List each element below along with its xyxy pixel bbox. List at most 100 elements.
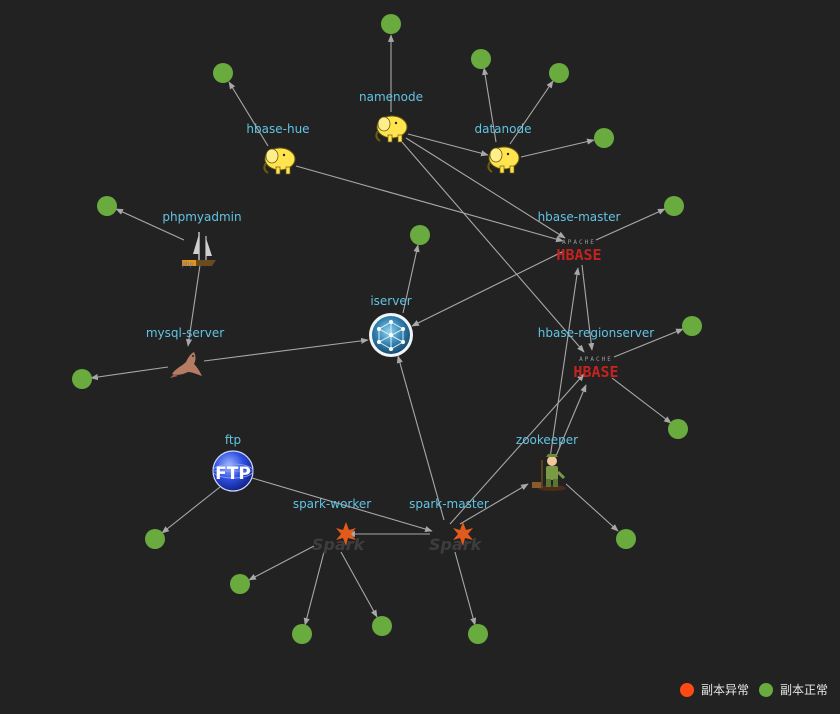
svg-text:APACHE: APACHE bbox=[562, 239, 596, 246]
phpmyadmin-sailboat-icon: php bbox=[182, 232, 216, 268]
replica-leaf-spark-master[interactable] bbox=[468, 624, 488, 644]
service-node-namenode[interactable]: namenode bbox=[359, 90, 423, 143]
edge-spark-master-zookeeper bbox=[459, 483, 529, 525]
edge-iserver-leaf bbox=[402, 244, 420, 314]
edge-hbase-master-hbase-regionserver bbox=[581, 264, 595, 351]
svg-text:Spark: Spark bbox=[312, 535, 366, 554]
hadoop-elephant-icon bbox=[263, 147, 296, 175]
replica-leaf-datanode-1[interactable] bbox=[471, 49, 491, 69]
node-label: ftp bbox=[225, 433, 241, 447]
edge-zookeeper-hbase-regionserver bbox=[555, 384, 587, 457]
edge-spark-worker-leaf-1 bbox=[248, 545, 315, 581]
edge-hbase-regionserver-leaf-1 bbox=[613, 328, 684, 358]
service-node-hbase-master[interactable]: APACHE HBASE hbase-master bbox=[538, 210, 621, 264]
iserver-network-globe-icon bbox=[369, 313, 413, 357]
service-node-iserver[interactable]: iserver bbox=[369, 294, 413, 357]
service-node-zookeeper[interactable]: zookeeper bbox=[516, 433, 578, 491]
edge-hbase-hue-hbase-master bbox=[295, 165, 564, 243]
service-node-datanode[interactable]: datanode bbox=[475, 122, 532, 174]
replica-leaf-hbase-regionserver-2[interactable] bbox=[668, 419, 688, 439]
replica-leaf-datanode-3[interactable] bbox=[594, 128, 614, 148]
node-label: spark-master bbox=[409, 497, 489, 511]
edge-ftp-spark-master bbox=[251, 477, 433, 532]
legend-label: 副本正常 bbox=[779, 683, 828, 697]
node-label: datanode bbox=[475, 122, 532, 136]
service-node-ftp[interactable]: FTP ftp bbox=[212, 433, 254, 492]
svg-text:HBASE: HBASE bbox=[573, 363, 618, 381]
replica-leaf-iserver[interactable] bbox=[410, 225, 430, 245]
service-node-mysql-server[interactable]: mysql-server bbox=[146, 326, 224, 378]
apache-hbase-logo-icon: APACHE HBASE bbox=[556, 239, 601, 264]
node-label: spark-worker bbox=[293, 497, 371, 511]
edge-namenode-hbase-regionserver bbox=[401, 141, 585, 353]
edge-spark-worker-leaf-3 bbox=[340, 551, 378, 618]
edge-zookeeper-leaf bbox=[565, 483, 619, 532]
legend-dot-normal-icon bbox=[758, 682, 773, 697]
node-label: hbase-regionserver bbox=[538, 326, 655, 340]
edge-hbase-master-leaf bbox=[595, 208, 666, 241]
edge-mysql-server-iserver bbox=[203, 337, 369, 362]
legend-label: 副本异常 bbox=[700, 683, 749, 697]
zookeeper-keeper-icon bbox=[532, 454, 566, 491]
edge-spark-worker-leaf-2 bbox=[303, 551, 325, 626]
replica-leaf-mysql-server[interactable] bbox=[72, 369, 92, 389]
edge-datanode-leaf-1 bbox=[482, 67, 497, 143]
legend-dot-abnormal-icon bbox=[679, 682, 694, 697]
hadoop-elephant-icon bbox=[487, 146, 520, 174]
replica-leaf-namenode[interactable] bbox=[381, 14, 401, 34]
node-label: namenode bbox=[359, 90, 423, 104]
replica-leaf-hbase-hue[interactable] bbox=[213, 63, 233, 83]
apache-hbase-logo-icon: APACHE HBASE bbox=[573, 356, 618, 381]
service-node-hbase-hue[interactable]: hbase-hue bbox=[246, 122, 310, 175]
replica-leaf-spark-worker-3[interactable] bbox=[372, 616, 392, 636]
service-node-hbase-regionserver[interactable]: APACHE HBASE hbase-regionserver bbox=[538, 326, 655, 381]
replica-leaf-hbase-regionserver-1[interactable] bbox=[682, 316, 702, 336]
service-node-spark-worker[interactable]: Spark spark-worker bbox=[293, 497, 371, 554]
replica-leaf-layer bbox=[72, 14, 702, 644]
replica-leaf-ftp[interactable] bbox=[145, 529, 165, 549]
edge-layer bbox=[90, 34, 684, 626]
svg-text:APACHE: APACHE bbox=[579, 356, 613, 363]
node-label: mysql-server bbox=[146, 326, 224, 340]
service-node-phpmyadmin[interactable]: php phpmyadmin bbox=[162, 210, 241, 268]
svg-text:Spark: Spark bbox=[429, 535, 483, 554]
edge-spark-master-hbase-regionserver bbox=[449, 373, 585, 525]
replica-leaf-zookeeper[interactable] bbox=[616, 529, 636, 549]
edge-spark-master-iserver bbox=[396, 355, 445, 521]
replica-leaf-spark-worker-1[interactable] bbox=[230, 574, 250, 594]
replica-leaf-phpmyadmin[interactable] bbox=[97, 196, 117, 216]
replica-leaf-hbase-master[interactable] bbox=[664, 196, 684, 216]
service-node-layer: namenode hbase-hue dat bbox=[146, 90, 654, 554]
service-node-spark-master[interactable]: Spark spark-master bbox=[409, 497, 489, 554]
replica-leaf-spark-worker-2[interactable] bbox=[292, 624, 312, 644]
legend-item-replica-normal[interactable]: 副本正常 bbox=[758, 681, 828, 698]
edge-datanode-leaf-3 bbox=[520, 138, 595, 158]
legend-item-replica-abnormal[interactable]: 副本异常 bbox=[679, 681, 749, 698]
svg-text:HBASE: HBASE bbox=[556, 246, 601, 264]
hadoop-elephant-icon bbox=[375, 115, 408, 143]
legend: 副本异常 副本正常 bbox=[679, 681, 828, 698]
edge-namenode-hbase-master bbox=[405, 137, 566, 239]
apache-spark-logo-icon: Spark bbox=[312, 522, 366, 554]
apache-spark-logo-icon: Spark bbox=[429, 522, 483, 554]
edge-hbase-hue-leaf bbox=[228, 81, 269, 147]
replica-leaf-datanode-2[interactable] bbox=[549, 63, 569, 83]
mysql-seal-icon bbox=[170, 352, 202, 378]
edge-namenode-datanode bbox=[407, 133, 489, 157]
svg-text:FTP: FTP bbox=[215, 464, 251, 484]
edge-zookeeper-hbase-master bbox=[549, 267, 581, 459]
edge-ftp-leaf bbox=[161, 486, 221, 534]
node-label: hbase-hue bbox=[246, 122, 309, 136]
ftp-globe-icon: FTP bbox=[212, 450, 254, 492]
edge-phpmyadmin-leaf bbox=[115, 208, 185, 241]
edge-hbase-master-iserver bbox=[411, 250, 565, 327]
node-label: hbase-master bbox=[538, 210, 621, 224]
edge-mysql-server-leaf bbox=[90, 366, 169, 381]
edge-spark-master-leaf bbox=[454, 551, 477, 626]
edge-datanode-leaf-2 bbox=[509, 80, 554, 145]
node-label: phpmyadmin bbox=[162, 210, 241, 224]
edge-phpmyadmin-mysql-server bbox=[185, 264, 201, 347]
edge-hbase-regionserver-leaf-2 bbox=[611, 377, 672, 424]
node-label: zookeeper bbox=[516, 433, 578, 447]
